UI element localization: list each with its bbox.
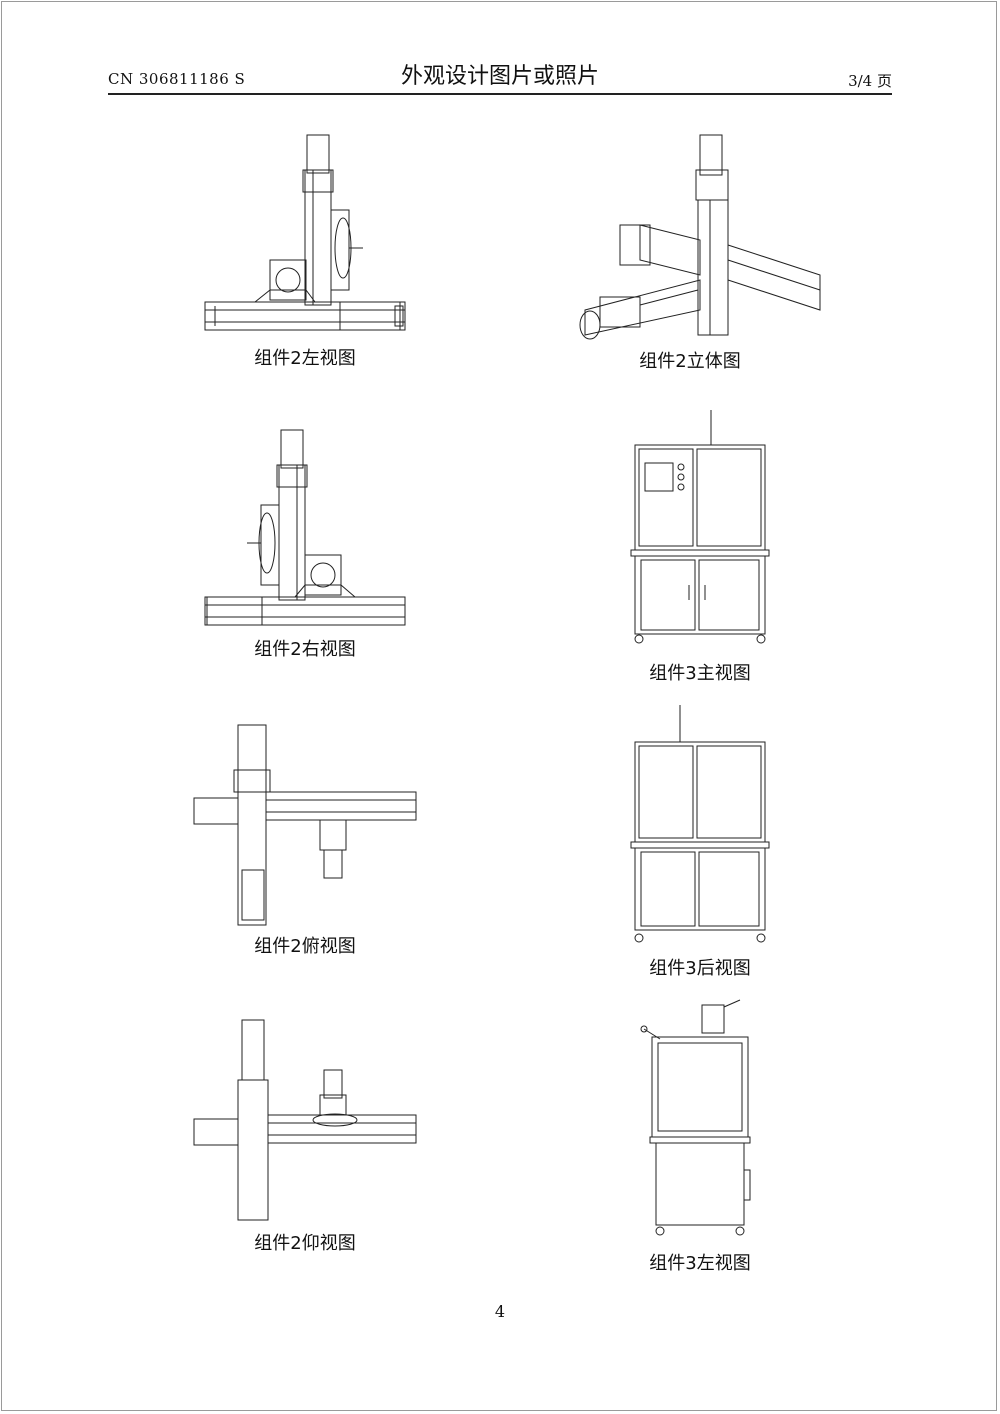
component3-front-view-drawing	[630, 410, 770, 644]
component2-isometric-drawing	[579, 134, 821, 340]
caption-component2-right-view: 组件2右视图	[254, 639, 356, 660]
figure-component3-front-view: 组件3主视图	[625, 405, 775, 684]
figure-component3-left-view: 组件3左视图	[630, 995, 770, 1274]
figure-component2-isometric: 组件2立体图	[570, 125, 830, 372]
figure-component2-top-view: 组件2俯视图	[190, 720, 420, 957]
doc-title: 外观设计图片或照片	[400, 64, 599, 89]
component2-right-view-drawing	[204, 429, 406, 626]
caption-component3-left-view: 组件3左视图	[649, 1253, 751, 1274]
component2-bottom-view-drawing	[193, 1019, 417, 1221]
page-number: 4	[494, 1302, 506, 1321]
component3-left-view-drawing	[640, 999, 751, 1236]
doc-number: CN 306811186 S	[108, 70, 246, 88]
caption-component2-top-view: 组件2俯视图	[254, 936, 356, 957]
header: CN 306811186 S 外观设计图片或照片 3/4 页	[108, 58, 892, 94]
figure-component3-rear-view: 组件3后视图	[625, 700, 775, 979]
caption-component3-front-view: 组件3主视图	[649, 663, 751, 684]
component2-left-view-drawing	[204, 134, 406, 331]
figure-component2-right-view: 组件2右视图	[195, 425, 415, 660]
figure-component2-bottom-view: 组件2仰视图	[190, 1015, 420, 1254]
caption-component2-isometric: 组件2立体图	[639, 351, 741, 372]
page-count: 3/4 页	[848, 72, 892, 90]
caption-component2-left-view: 组件2左视图	[254, 348, 356, 369]
caption-component2-bottom-view: 组件2仰视图	[254, 1233, 356, 1254]
caption-component3-rear-view: 组件3后视图	[649, 958, 751, 979]
component3-rear-view-drawing	[630, 705, 770, 943]
figure-component2-left-view: 组件2左视图	[195, 130, 415, 369]
header-rule	[108, 93, 892, 95]
component2-top-view-drawing	[193, 724, 417, 926]
